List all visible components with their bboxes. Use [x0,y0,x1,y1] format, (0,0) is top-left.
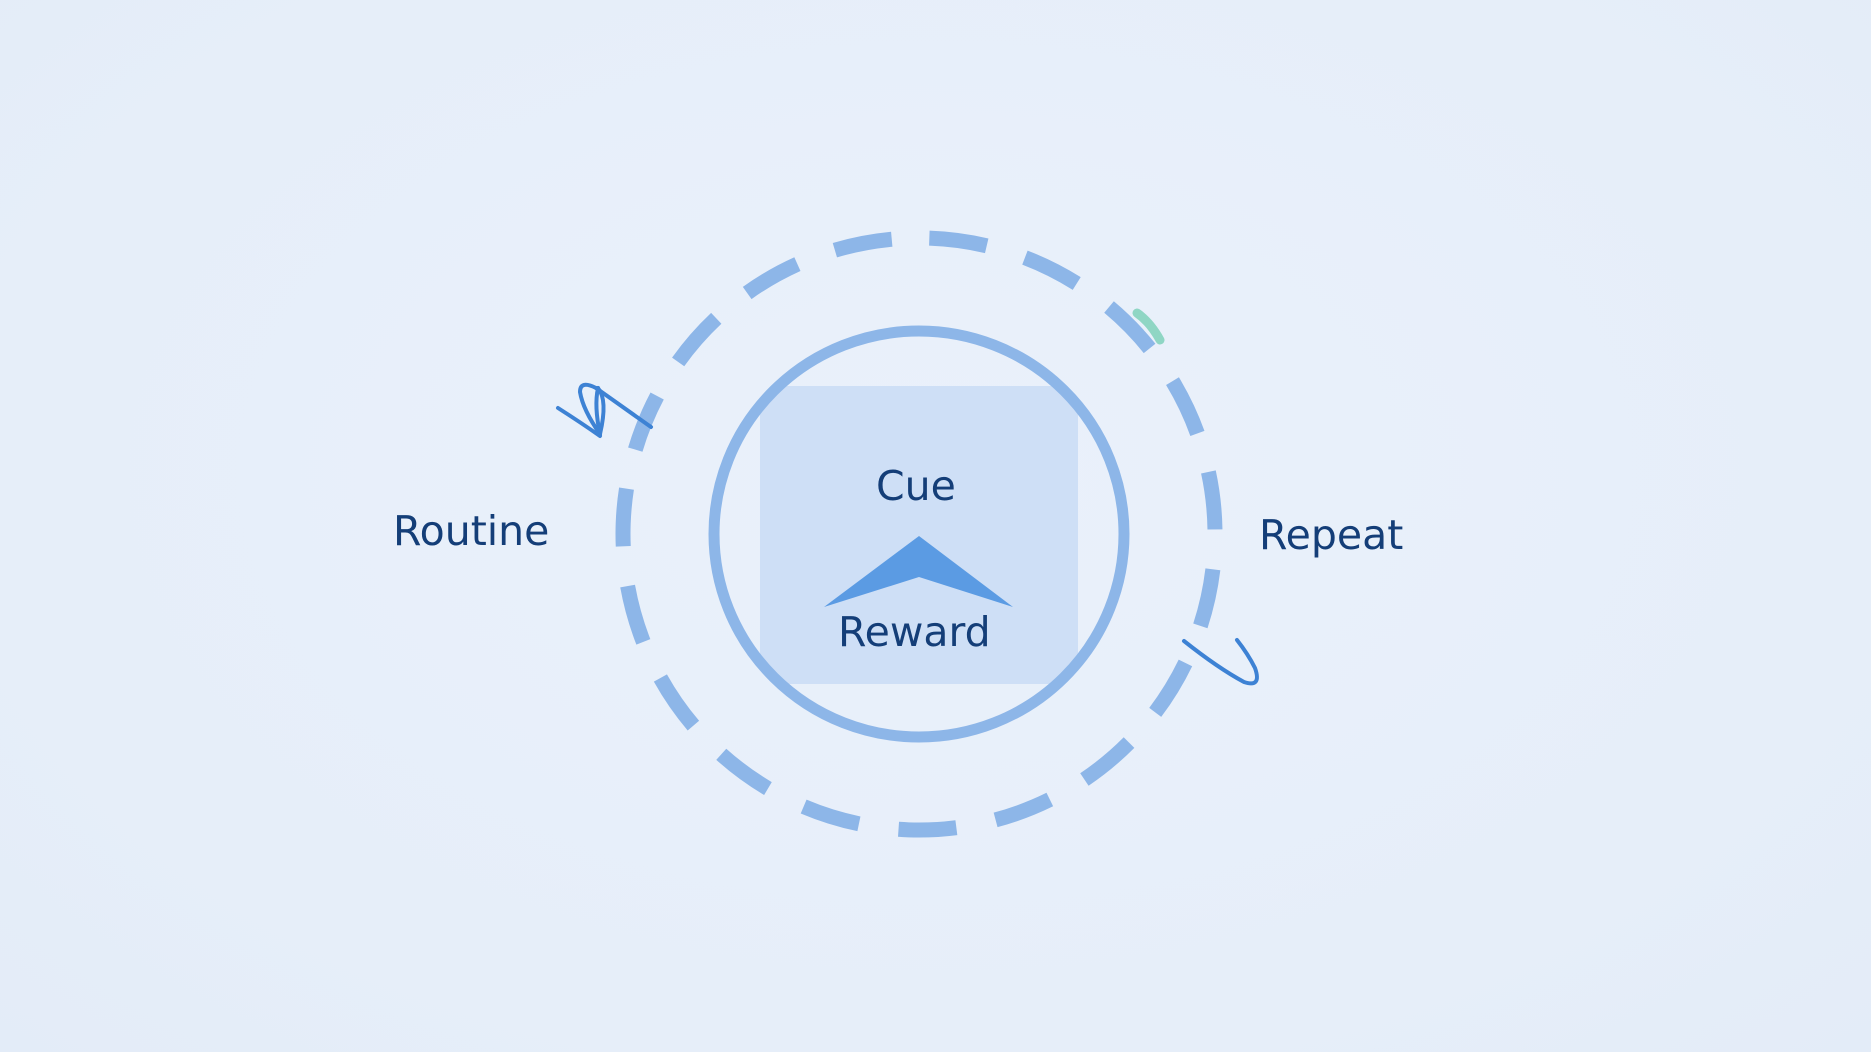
hand-drawn-arrow-icon [556,382,653,438]
routine-label: Routine [393,507,550,555]
center-panel [760,386,1078,684]
reward-label: Reward [838,608,991,656]
up-arrow-chevron-icon [824,536,1013,607]
hand-drawn-arrow-icon [1182,638,1259,686]
inner-ring [708,325,1130,743]
repeat-label: Repeat [1259,511,1404,559]
green-accent-mark [1132,308,1165,345]
cue-label: Cue [876,462,956,510]
outer-dashed-ring [615,230,1223,838]
